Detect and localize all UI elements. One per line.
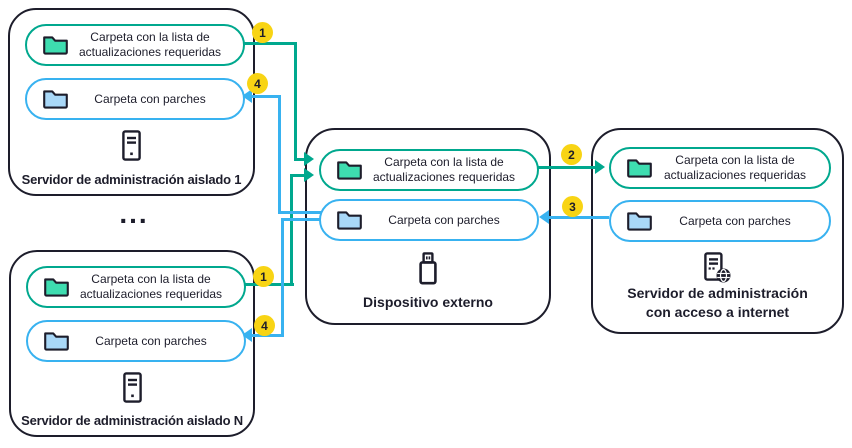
usb-drive-icon [419, 252, 437, 285]
patches-folder-pill-isolatedN: Carpeta con parches [26, 320, 246, 362]
updates-folder-label: Carpeta con la lista de actualizaciones … [653, 153, 829, 183]
patches-folder-pill-isolated1: Carpeta con parches [25, 78, 245, 120]
connector-patches-to-isolatedN-h1 [284, 218, 321, 221]
connector-updates-isolated1-v [294, 42, 297, 161]
updates-folder-label-line1: Carpeta con la lista de [384, 155, 504, 169]
patches-folder-label-text: Carpeta con parches [679, 213, 791, 228]
updates-folder-label: Carpeta con la lista de actualizaciones … [363, 155, 537, 185]
patches-folder-label: Carpeta con parches [69, 92, 243, 107]
server-tower-icon-wrap [10, 130, 253, 161]
connector-patches-to-isolated1-v [278, 95, 281, 214]
connector-patches-internet-to-external [543, 216, 609, 219]
updates-folder-label-line2: actualizaciones requeridas [79, 287, 223, 301]
updates-folder-label-line1: Carpeta con la lista de [90, 30, 210, 44]
step-badge-3: 3 [562, 196, 583, 217]
step-badge-4-isolatedN: 4 [254, 315, 275, 336]
node-label-isolated-server-n: Servidor de administración aislado N [21, 413, 243, 428]
patches-folder-label-text: Carpeta con parches [95, 333, 207, 348]
step-badge-1-isolatedN: 1 [253, 266, 274, 287]
step-badge-4-isolated1: 4 [247, 73, 268, 94]
patches-folder-pill-external: Carpeta con parches [319, 199, 539, 241]
connector-updates-external-to-internet [535, 166, 597, 169]
server-tower-icon-wrap [11, 372, 253, 403]
arrowhead-updates-into-external-2 [304, 168, 314, 182]
arrowhead-patches-into-isolatedN [242, 328, 252, 342]
arrowhead-patches-into-external [539, 210, 549, 224]
patches-folder-pill-internet: Carpeta con parches [609, 200, 831, 242]
arrowhead-updates-into-external-1 [304, 152, 314, 166]
updates-folder-label-line2: actualizaciones requeridas [663, 168, 807, 182]
node-label-isolated-server-1: Servidor de administración aislado 1 [21, 172, 242, 187]
server-tower-icon [122, 372, 142, 403]
server-with-globe-icon [704, 252, 731, 283]
connector-patches-to-isolated1-h1 [278, 211, 321, 214]
node-label-internet-server-line1: Servidor de administración [627, 285, 808, 302]
connector-updates-isolated1-h1 [241, 42, 297, 45]
node-label-internet-server-line2: con acceso a internet [645, 304, 790, 321]
folder-patches-icon [43, 90, 68, 109]
updates-folder-pill-internet: Carpeta con la lista de actualizaciones … [609, 147, 831, 189]
server-tower-icon [122, 130, 141, 161]
step-badge-2: 2 [561, 144, 582, 165]
updates-folder-pill-isolatedN: Carpeta con la lista de actualizaciones … [26, 266, 246, 308]
server-internet-icon-wrap [593, 252, 842, 284]
node-label-internet-server: Servidor de administración con acceso a … [593, 284, 842, 322]
node-isolated-server-1: Carpeta con la lista de actualizaciones … [8, 8, 255, 196]
patches-folder-label-text: Carpeta con parches [388, 212, 500, 227]
patches-folder-label-text: Carpeta con parches [94, 91, 206, 106]
folder-patches-icon [627, 212, 652, 231]
patches-folder-label: Carpeta con parches [653, 214, 829, 229]
folder-updates-icon [43, 36, 68, 55]
updates-folder-label-line2: actualizaciones requeridas [78, 45, 222, 59]
connector-updates-isolatedN-v [290, 175, 293, 286]
updates-folder-label-line1: Carpeta con la lista de [91, 272, 211, 286]
folder-patches-icon [44, 332, 69, 351]
arrowhead-patches-into-isolated1 [242, 89, 252, 103]
updates-folder-label: Carpeta con la lista de actualizaciones … [69, 30, 243, 60]
connector-updates-isolatedN-h2 [290, 174, 304, 177]
folder-updates-icon [44, 278, 69, 297]
connector-updates-isolated1-h2 [294, 158, 307, 161]
updates-folder-label-line1: Carpeta con la lista de [675, 153, 795, 167]
patches-folder-label: Carpeta con parches [363, 213, 537, 228]
arrowhead-updates-into-internet [595, 160, 605, 174]
usb-drive-icon-wrap [307, 252, 549, 285]
folder-updates-icon [627, 159, 652, 178]
node-isolated-server-n: Carpeta con la lista de actualizaciones … [9, 250, 255, 437]
node-external-device: Carpeta con la lista de actualizaciones … [305, 128, 551, 325]
updates-folder-label-line2: actualizaciones requeridas [372, 170, 516, 184]
patches-folder-label: Carpeta con parches [70, 334, 244, 349]
updates-folder-pill-isolated1: Carpeta con la lista de actualizaciones … [25, 24, 245, 66]
folder-updates-icon [337, 161, 362, 180]
folder-patches-icon [337, 211, 362, 230]
more-servers-ellipsis: ... [119, 198, 149, 229]
updates-folder-label: Carpeta con la lista de actualizaciones … [70, 272, 244, 302]
node-label-external-device: Dispositivo externo [363, 294, 493, 310]
connector-patches-to-isolatedN-v [281, 218, 284, 337]
updates-folder-pill-external: Carpeta con la lista de actualizaciones … [319, 149, 539, 191]
node-internet-server: Carpeta con la lista de actualizaciones … [591, 128, 844, 334]
connector-patches-to-isolated1-h2 [250, 95, 281, 98]
step-badge-1-isolated1: 1 [252, 22, 273, 43]
